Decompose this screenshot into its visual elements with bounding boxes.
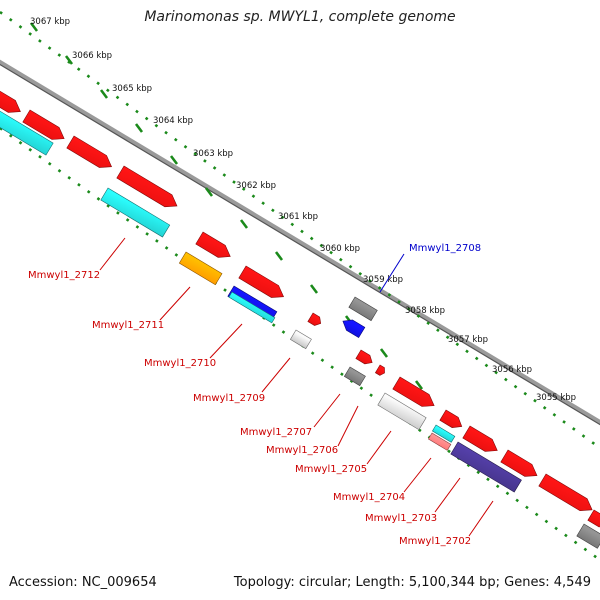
kbp-label: 3062 kbp (236, 181, 276, 191)
backbone-shadow-line (0, 63, 600, 426)
gene-feature[interactable] (343, 366, 366, 387)
kbp-label: 3058 kbp (405, 306, 445, 316)
gene-label[interactable]: Mmwyl1_2703 (365, 513, 437, 524)
gene-feature[interactable] (439, 409, 463, 428)
gene-leader-line (379, 253, 405, 293)
gene-leader-line (403, 457, 432, 493)
kbp-label: 3061 kbp (278, 212, 318, 222)
gene-leader-line (159, 286, 191, 321)
genome-stats-label: Topology: circular; Length: 5,100,344 bp… (233, 575, 591, 590)
gene-leader-line (434, 477, 461, 513)
map-title: Marinomonas sp. MWYL1, complete genome (144, 9, 456, 25)
gene-label[interactable]: Mmwyl1_2707 (240, 427, 312, 438)
major-tick (29, 22, 39, 32)
kbp-label: 3056 kbp (492, 365, 532, 375)
kbp-label: 3063 kbp (193, 149, 233, 159)
gene-feature[interactable] (538, 473, 593, 512)
gene-feature[interactable] (178, 251, 223, 286)
gene-feature[interactable] (355, 349, 373, 365)
kbp-label: 3055 kbp (536, 393, 576, 403)
gene-feature[interactable] (576, 523, 600, 549)
gene-leader-line (337, 405, 359, 447)
gene-feature[interactable] (374, 364, 385, 376)
major-tick (169, 155, 179, 165)
gene-feature[interactable] (377, 392, 427, 431)
kbp-label: 3060 kbp (320, 244, 360, 254)
gene-feature[interactable] (22, 109, 65, 140)
gene-feature[interactable] (462, 425, 498, 452)
gene-label[interactable]: Mmwyl1_2710 (144, 358, 216, 369)
gene-feature[interactable] (587, 509, 600, 528)
gene-feature[interactable] (500, 449, 538, 477)
gene-leader-line (209, 323, 243, 359)
gene-leader-line (366, 430, 392, 465)
gene-leader-line (261, 357, 291, 393)
gene-feature[interactable] (116, 165, 178, 208)
major-tick (64, 55, 74, 65)
gene-label[interactable]: Mmwyl1_2702 (399, 536, 471, 547)
gene-label[interactable]: Mmwyl1_2705 (295, 464, 367, 475)
kbp-label: 3064 kbp (153, 116, 193, 126)
gene-feature[interactable] (307, 312, 322, 326)
major-tick (134, 123, 144, 133)
gene-label[interactable]: Mmwyl1_2709 (193, 393, 265, 404)
gene-leader-line (313, 393, 341, 428)
kbp-label: 3057 kbp (448, 335, 488, 345)
gene-feature[interactable] (0, 104, 54, 156)
gene-feature[interactable] (348, 296, 378, 322)
gene-feature[interactable] (427, 432, 452, 451)
gene-feature[interactable] (450, 441, 522, 493)
gene-label[interactable]: Mmwyl1_2711 (92, 320, 164, 331)
gene-feature[interactable] (392, 376, 435, 407)
major-tick (99, 89, 109, 99)
gene-feature[interactable] (289, 329, 312, 350)
gene-feature[interactable] (342, 319, 366, 339)
gene-feature[interactable] (0, 84, 21, 113)
gene-feature[interactable] (100, 187, 171, 238)
gene-label[interactable]: Mmwyl1_2706 (266, 445, 338, 456)
gene-feature[interactable] (431, 424, 456, 443)
kbp-label: 3066 kbp (72, 51, 112, 61)
outer-tick-ring (0, 10, 600, 450)
kbp-label: 3059 kbp (363, 275, 403, 285)
major-tick (239, 219, 249, 229)
gene-label[interactable]: Mmwyl1_2712 (28, 270, 100, 281)
gene-feature[interactable] (238, 265, 285, 298)
gene-feature[interactable] (228, 291, 276, 324)
major-tick (274, 251, 284, 261)
major-tick (204, 187, 214, 197)
major-tick (379, 348, 389, 358)
gene-feature[interactable] (66, 135, 113, 168)
major-tick (414, 380, 424, 390)
accession-label: Accession: NC_009654 (9, 575, 157, 590)
backbone-line (0, 59, 600, 425)
kbp-label: 3067 kbp (30, 17, 70, 27)
gene-leader-line (468, 500, 494, 537)
major-tick (309, 284, 319, 294)
gene-label[interactable]: Mmwyl1_2708 (409, 243, 481, 254)
gene-feature[interactable] (195, 231, 231, 258)
gene-leader-line (99, 237, 126, 271)
gene-label[interactable]: Mmwyl1_2704 (333, 492, 405, 503)
kbp-label: 3065 kbp (112, 84, 152, 94)
